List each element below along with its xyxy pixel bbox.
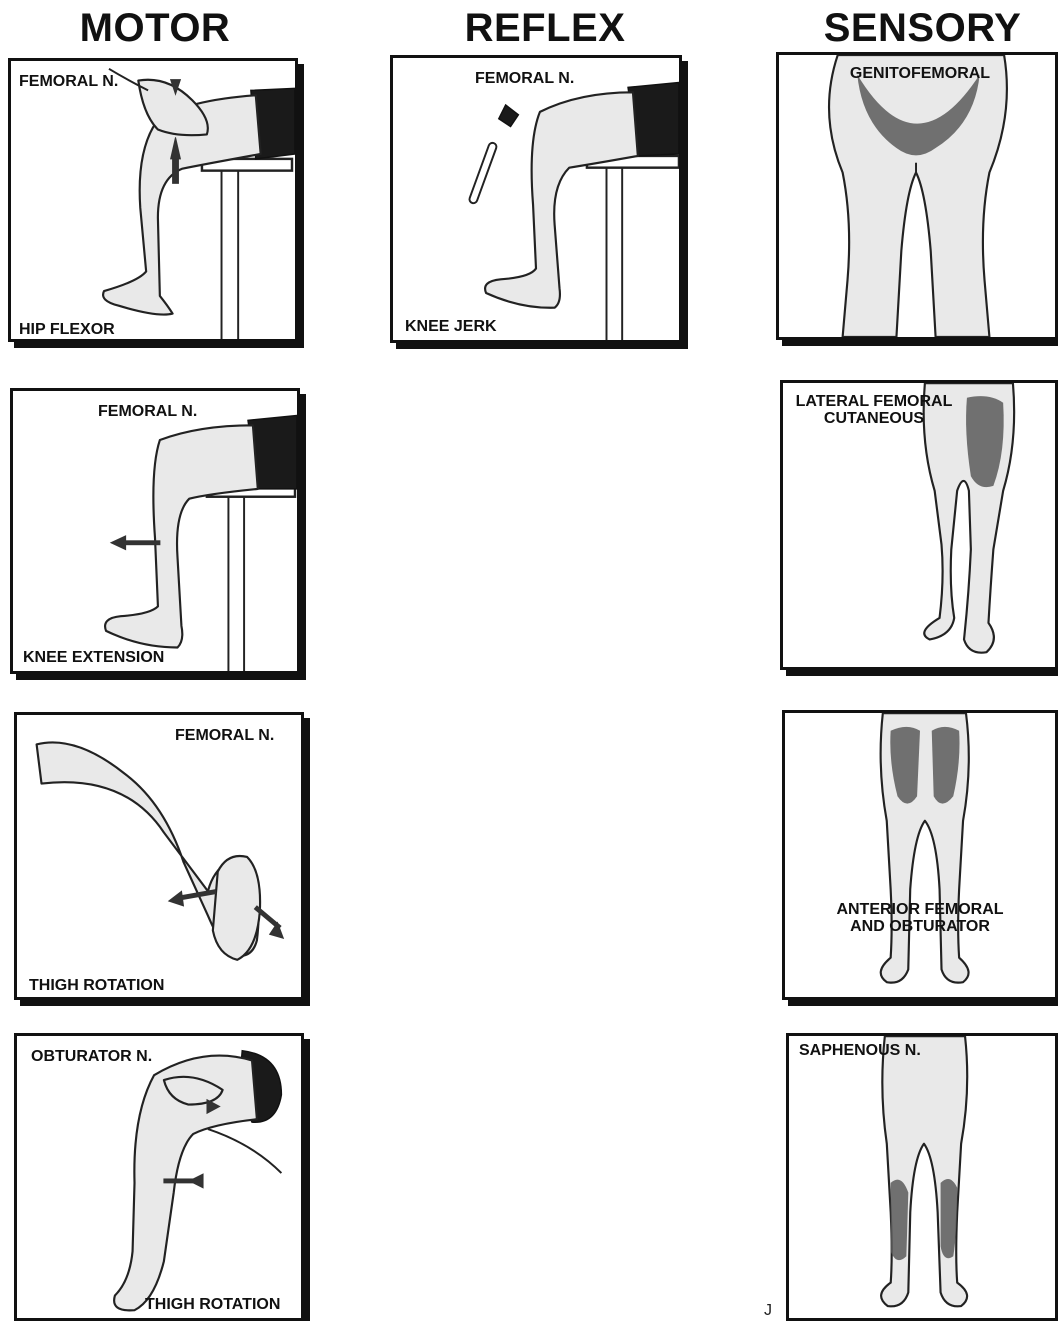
motor-nerve-label: FEMORAL N. bbox=[19, 73, 118, 91]
sensory-nerve-label: SAPHENOUS N. bbox=[799, 1042, 921, 1060]
knee-jerk-reflex-illustration bbox=[393, 58, 679, 340]
motor-action-label: THIGH ROTATION bbox=[145, 1296, 280, 1314]
reflex-action-label: KNEE JERK bbox=[405, 318, 497, 336]
sensory-nerve-label-line1: ANTERIOR FEMORAL bbox=[815, 901, 1025, 919]
sensory-nerve-label: GENITOFEMORAL bbox=[779, 65, 1058, 83]
motor-nerve-label: FEMORAL N. bbox=[175, 727, 274, 745]
motor-nerve-label: FEMORAL N. bbox=[98, 403, 197, 421]
sensory-nerve-label-line1: LATERAL FEMORAL bbox=[789, 393, 959, 411]
reflex-column-header: REFLEX bbox=[455, 6, 635, 51]
motor-panel-thigh-rotation-obturator: OBTURATOR N. THIGH ROTATION bbox=[14, 1033, 304, 1321]
reflex-nerve-label: FEMORAL N. bbox=[475, 70, 574, 88]
sensory-nerve-label-line2: AND OBTURATOR bbox=[815, 918, 1025, 936]
motor-nerve-label: OBTURATOR N. bbox=[31, 1048, 152, 1066]
anterior-femoral-obturator-dermatome-illustration bbox=[785, 713, 1055, 997]
leg-rotation-illustration bbox=[17, 715, 301, 997]
saphenous-dermatome-illustration bbox=[789, 1036, 1055, 1318]
motor-panel-thigh-rotation-femoral: FEMORAL N. THIGH ROTATION bbox=[14, 712, 304, 1000]
reflex-hammer-icon bbox=[468, 105, 518, 204]
leg-adduction-illustration bbox=[17, 1036, 301, 1318]
sensory-nerve-label-line2: CUTANEOUS bbox=[789, 410, 959, 428]
seated-leg-hip-flexion-illustration bbox=[11, 61, 295, 339]
motor-action-label: HIP FLEXOR bbox=[19, 321, 115, 339]
motor-action-label: KNEE EXTENSION bbox=[23, 649, 164, 667]
genitofemoral-dermatome-illustration bbox=[779, 55, 1055, 337]
page-mark: J bbox=[764, 1302, 772, 1320]
seated-leg-knee-extension-illustration bbox=[13, 391, 297, 671]
reflex-panel-knee-jerk: FEMORAL N. KNEE JERK bbox=[390, 55, 682, 343]
sensory-panel-genitofemoral: GENITOFEMORAL bbox=[776, 52, 1058, 340]
motor-action-label: THIGH ROTATION bbox=[29, 977, 164, 995]
sensory-column-header: SENSORY bbox=[815, 6, 1030, 51]
sensory-panel-lateral-femoral-cutaneous: LATERAL FEMORAL CUTANEOUS bbox=[780, 380, 1058, 670]
sensory-panel-anterior-femoral-obturator: ANTERIOR FEMORAL AND OBTURATOR bbox=[782, 710, 1058, 1000]
motor-panel-knee-extension: FEMORAL N. KNEE EXTENSION bbox=[10, 388, 300, 674]
motor-column-header: MOTOR bbox=[70, 6, 240, 51]
sensory-panel-saphenous: SAPHENOUS N. bbox=[786, 1033, 1058, 1321]
motor-panel-hip-flexor: FEMORAL N. HIP FLEXOR bbox=[8, 58, 298, 342]
